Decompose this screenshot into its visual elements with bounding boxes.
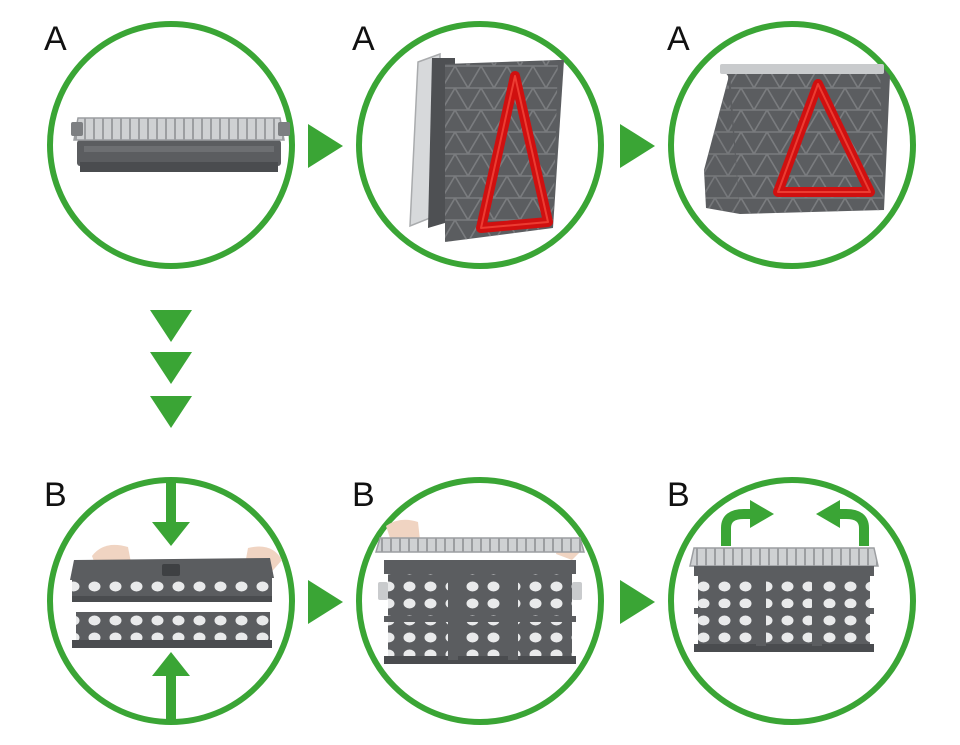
step-label: B [44, 476, 67, 514]
arrow-right-icon [620, 124, 655, 168]
step-label: B [667, 476, 690, 514]
step-label: A [44, 20, 67, 58]
flat-folded-crate-icon [71, 117, 290, 172]
rotate-right-arrow-icon [721, 500, 774, 546]
arrow-right-icon [308, 580, 343, 624]
arrow-right-icon [620, 580, 655, 624]
pressing-crate-walls-icon [70, 544, 282, 648]
half-unfolded-triangle-crate-icon [409, 52, 564, 242]
standing-triangle-crate-icon [704, 64, 890, 214]
press-down-arrow-icon [152, 478, 190, 546]
arrow-down-icon [150, 396, 192, 428]
step-label: A [352, 20, 375, 58]
press-up-arrow-icon [152, 652, 190, 722]
step-label: A [667, 20, 690, 58]
arrow-right-icon [308, 124, 343, 168]
step-label: B [352, 476, 375, 514]
arrow-down-icon [150, 310, 192, 342]
arrow-down-icon [150, 352, 192, 384]
closing-lid-icon [689, 547, 879, 652]
placing-lid-icon [375, 519, 585, 664]
rotate-left-arrow-icon [816, 500, 869, 546]
